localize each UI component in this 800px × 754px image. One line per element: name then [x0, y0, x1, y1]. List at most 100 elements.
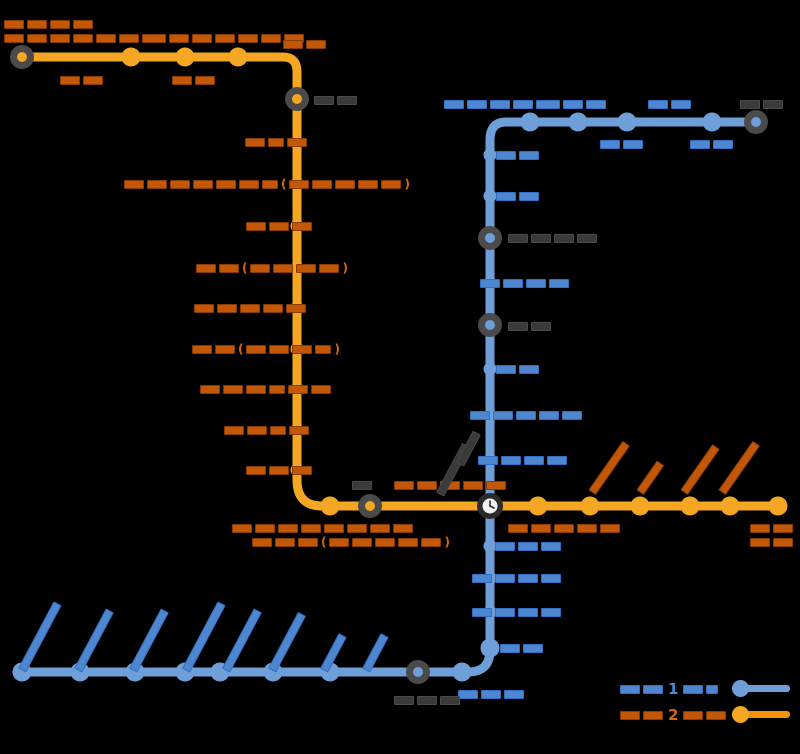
route-path-line-1 [17, 117, 761, 677]
label-word [496, 151, 516, 160]
label-word [195, 76, 215, 85]
station-label [172, 76, 215, 85]
label-word [335, 180, 356, 189]
label-word [60, 76, 80, 85]
legend-label-suffix [683, 710, 727, 720]
label-word [690, 140, 710, 149]
station-dot[interactable] [483, 189, 497, 203]
label-word [516, 411, 536, 420]
station-dot[interactable] [480, 638, 500, 658]
station-dot[interactable] [702, 112, 722, 132]
station-label [508, 234, 597, 243]
label-word [246, 345, 267, 354]
label-word [283, 40, 303, 49]
station-label [500, 644, 543, 653]
label-word [246, 466, 266, 475]
station-label [478, 456, 567, 465]
label-word [215, 34, 235, 43]
label-word [200, 385, 220, 394]
label-word [194, 304, 214, 313]
label-word [490, 100, 510, 109]
legend-row-line-1[interactable]: 1 [620, 676, 790, 702]
legend-row-line-2[interactable]: 2 [620, 702, 790, 728]
route-line-1[interactable] [17, 117, 761, 677]
label-word [298, 538, 318, 547]
label-word [518, 608, 538, 617]
station-dot[interactable] [580, 496, 600, 516]
label-word [547, 456, 567, 465]
label-word [73, 20, 93, 29]
station-dot[interactable] [320, 496, 340, 516]
label-word [417, 696, 437, 705]
label-word [536, 100, 560, 109]
station-dot[interactable] [720, 496, 740, 516]
station-dot[interactable] [483, 362, 497, 376]
label-word [518, 542, 538, 551]
station-dot[interactable] [483, 148, 497, 162]
station-dot[interactable] [568, 112, 588, 132]
central-hub-station[interactable] [477, 493, 503, 519]
station-dot[interactable] [483, 539, 497, 553]
station-label [246, 466, 312, 475]
station-label [246, 222, 312, 231]
label-word [312, 180, 333, 189]
label-word [275, 538, 295, 547]
station-dot[interactable] [228, 47, 248, 67]
label-word [563, 100, 583, 109]
station-dot[interactable] [121, 47, 141, 67]
station-dot[interactable] [630, 496, 650, 516]
label-word [96, 34, 116, 43]
label-word [347, 524, 367, 533]
station-dot[interactable] [617, 112, 637, 132]
paren-close: ) [342, 261, 348, 275]
route-line-2[interactable] [17, 52, 783, 511]
station-label [458, 690, 524, 699]
station-label [496, 365, 539, 374]
label-word [763, 100, 783, 109]
label-word [524, 456, 544, 465]
label-word [577, 524, 597, 533]
label-word [337, 96, 357, 105]
label-word [147, 180, 167, 189]
label-word [119, 34, 139, 43]
station-label: () [196, 261, 348, 275]
label-word [319, 264, 340, 273]
station-label [245, 138, 307, 147]
station-dot[interactable] [520, 112, 540, 132]
station-dot[interactable] [528, 496, 548, 516]
label-word [706, 684, 719, 694]
station-dot[interactable] [768, 496, 788, 516]
station-dot[interactable] [175, 47, 195, 67]
label-word [531, 234, 551, 243]
station-label [224, 426, 309, 435]
station-label: () [252, 536, 450, 548]
label-word [315, 345, 332, 354]
label-word [398, 538, 419, 547]
label-word [324, 524, 344, 533]
legend-line-swatch [732, 711, 790, 718]
station-label [496, 192, 539, 201]
station-dot[interactable] [452, 662, 472, 682]
station-label [60, 76, 103, 85]
legend-label-suffix [683, 684, 719, 694]
label-word [486, 481, 506, 490]
label-word [531, 524, 551, 533]
label-word [169, 34, 189, 43]
label-word [463, 481, 483, 490]
label-word [541, 542, 561, 551]
station-label [4, 20, 93, 29]
label-word [496, 192, 516, 201]
station-label [740, 100, 783, 109]
label-word [643, 684, 663, 694]
label-word [27, 20, 47, 29]
label-word [4, 20, 24, 29]
label-word [50, 34, 70, 43]
station-dot[interactable] [680, 496, 700, 516]
label-word [519, 151, 539, 160]
station-label: () [192, 343, 340, 355]
label-word [440, 696, 460, 705]
label-word [481, 690, 501, 699]
label-word [268, 138, 284, 147]
station-interchange-core [17, 52, 27, 62]
